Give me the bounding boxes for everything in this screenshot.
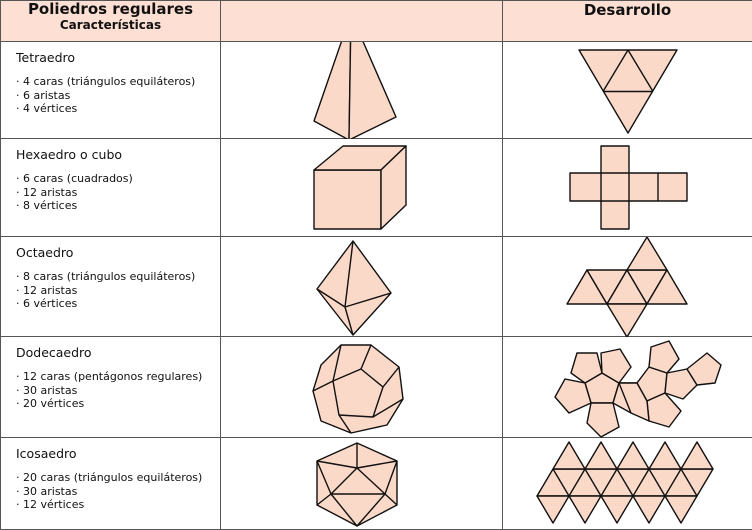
header-properties: Poliedros regulares Características <box>0 0 221 42</box>
table-row: Dodecaedro 12 caras (pentágonos regulare… <box>0 336 752 438</box>
octahedron-icon <box>316 240 392 336</box>
tetrahedron-net-icon <box>578 49 678 134</box>
properties-cell: Octaedro 8 caras (triángulos equiláteros… <box>0 236 221 337</box>
property-item: 6 caras (cuadrados) <box>16 172 220 186</box>
property-item: 20 vértices <box>16 397 220 411</box>
net-cell <box>502 138 752 237</box>
property-item: 30 aristas <box>16 485 220 499</box>
development-label: Desarrollo <box>583 1 672 19</box>
solid-cell <box>220 236 503 337</box>
solid-cell <box>220 41 503 139</box>
property-list: 4 caras (triángulos equiláteros) 6 arist… <box>16 75 220 116</box>
table-row: Tetraedro 4 caras (triángulos equilátero… <box>0 41 752 139</box>
net-cell <box>502 236 752 337</box>
polyhedron-name: Dodecaedro <box>16 345 92 360</box>
property-list: 12 caras (pentágonos regulares) 30 arist… <box>16 370 220 411</box>
property-item: 12 caras (pentágonos regulares) <box>16 370 220 384</box>
property-item: 4 vértices <box>16 102 220 116</box>
properties-cell: Tetraedro 4 caras (triángulos equilátero… <box>0 41 221 139</box>
header-row: Poliedros regulares Características Desa… <box>0 0 752 42</box>
dodecahedron-net-icon <box>554 340 722 438</box>
properties-cell: Dodecaedro 12 caras (pentágonos regulare… <box>0 336 221 438</box>
net-cell <box>502 336 752 438</box>
icosahedron-icon <box>316 442 398 527</box>
property-item: 12 aristas <box>16 284 220 298</box>
net-cell <box>502 41 752 139</box>
header-development: Desarrollo <box>502 0 752 42</box>
property-item: 20 caras (triángulos equiláteros) <box>16 471 220 485</box>
property-item: 12 vértices <box>16 498 220 512</box>
properties-cell: Icosaedro 20 caras (triángulos equiláter… <box>0 437 221 530</box>
table-row: Icosaedro 20 caras (triángulos equiláter… <box>0 437 752 530</box>
polyhedron-name: Octaedro <box>16 245 74 260</box>
property-item: 8 caras (triángulos equiláteros) <box>16 270 220 284</box>
table-row: Hexaedro o cubo 6 caras (cuadrados) 12 a… <box>0 138 752 237</box>
solid-cell <box>220 336 503 438</box>
property-item: 4 caras (triángulos equiláteros) <box>16 75 220 89</box>
solid-cell <box>220 138 503 237</box>
cube-icon <box>313 145 407 230</box>
property-item: 12 aristas <box>16 186 220 200</box>
dodecahedron-icon <box>312 344 404 434</box>
property-item: 6 aristas <box>16 89 220 103</box>
header-solid <box>220 0 503 42</box>
property-list: 8 caras (triángulos equiláteros) 12 aris… <box>16 270 220 311</box>
header-subtitle: Características <box>59 18 162 32</box>
cube-net-icon <box>569 145 688 230</box>
net-cell <box>502 437 752 530</box>
polyhedron-name: Icosaedro <box>16 446 77 461</box>
properties-cell: Hexaedro o cubo 6 caras (cuadrados) 12 a… <box>0 138 221 237</box>
polyhedron-name: Hexaedro o cubo <box>16 147 123 162</box>
polyhedron-name: Tetraedro <box>16 50 76 65</box>
property-item: 6 vértices <box>16 297 220 311</box>
tetrahedron-icon <box>313 42 397 139</box>
property-list: 20 caras (triángulos equiláteros) 30 ari… <box>16 471 220 512</box>
octahedron-net-icon <box>566 237 688 337</box>
property-item: 30 aristas <box>16 384 220 398</box>
header-title: Poliedros regulares <box>27 0 194 18</box>
solid-cell <box>220 437 503 530</box>
table-row: Octaedro 8 caras (triángulos equiláteros… <box>0 236 752 337</box>
property-list: 6 caras (cuadrados) 12 aristas 8 vértice… <box>16 172 220 213</box>
property-item: 8 vértices <box>16 199 220 213</box>
icosahedron-net-icon <box>536 441 714 524</box>
